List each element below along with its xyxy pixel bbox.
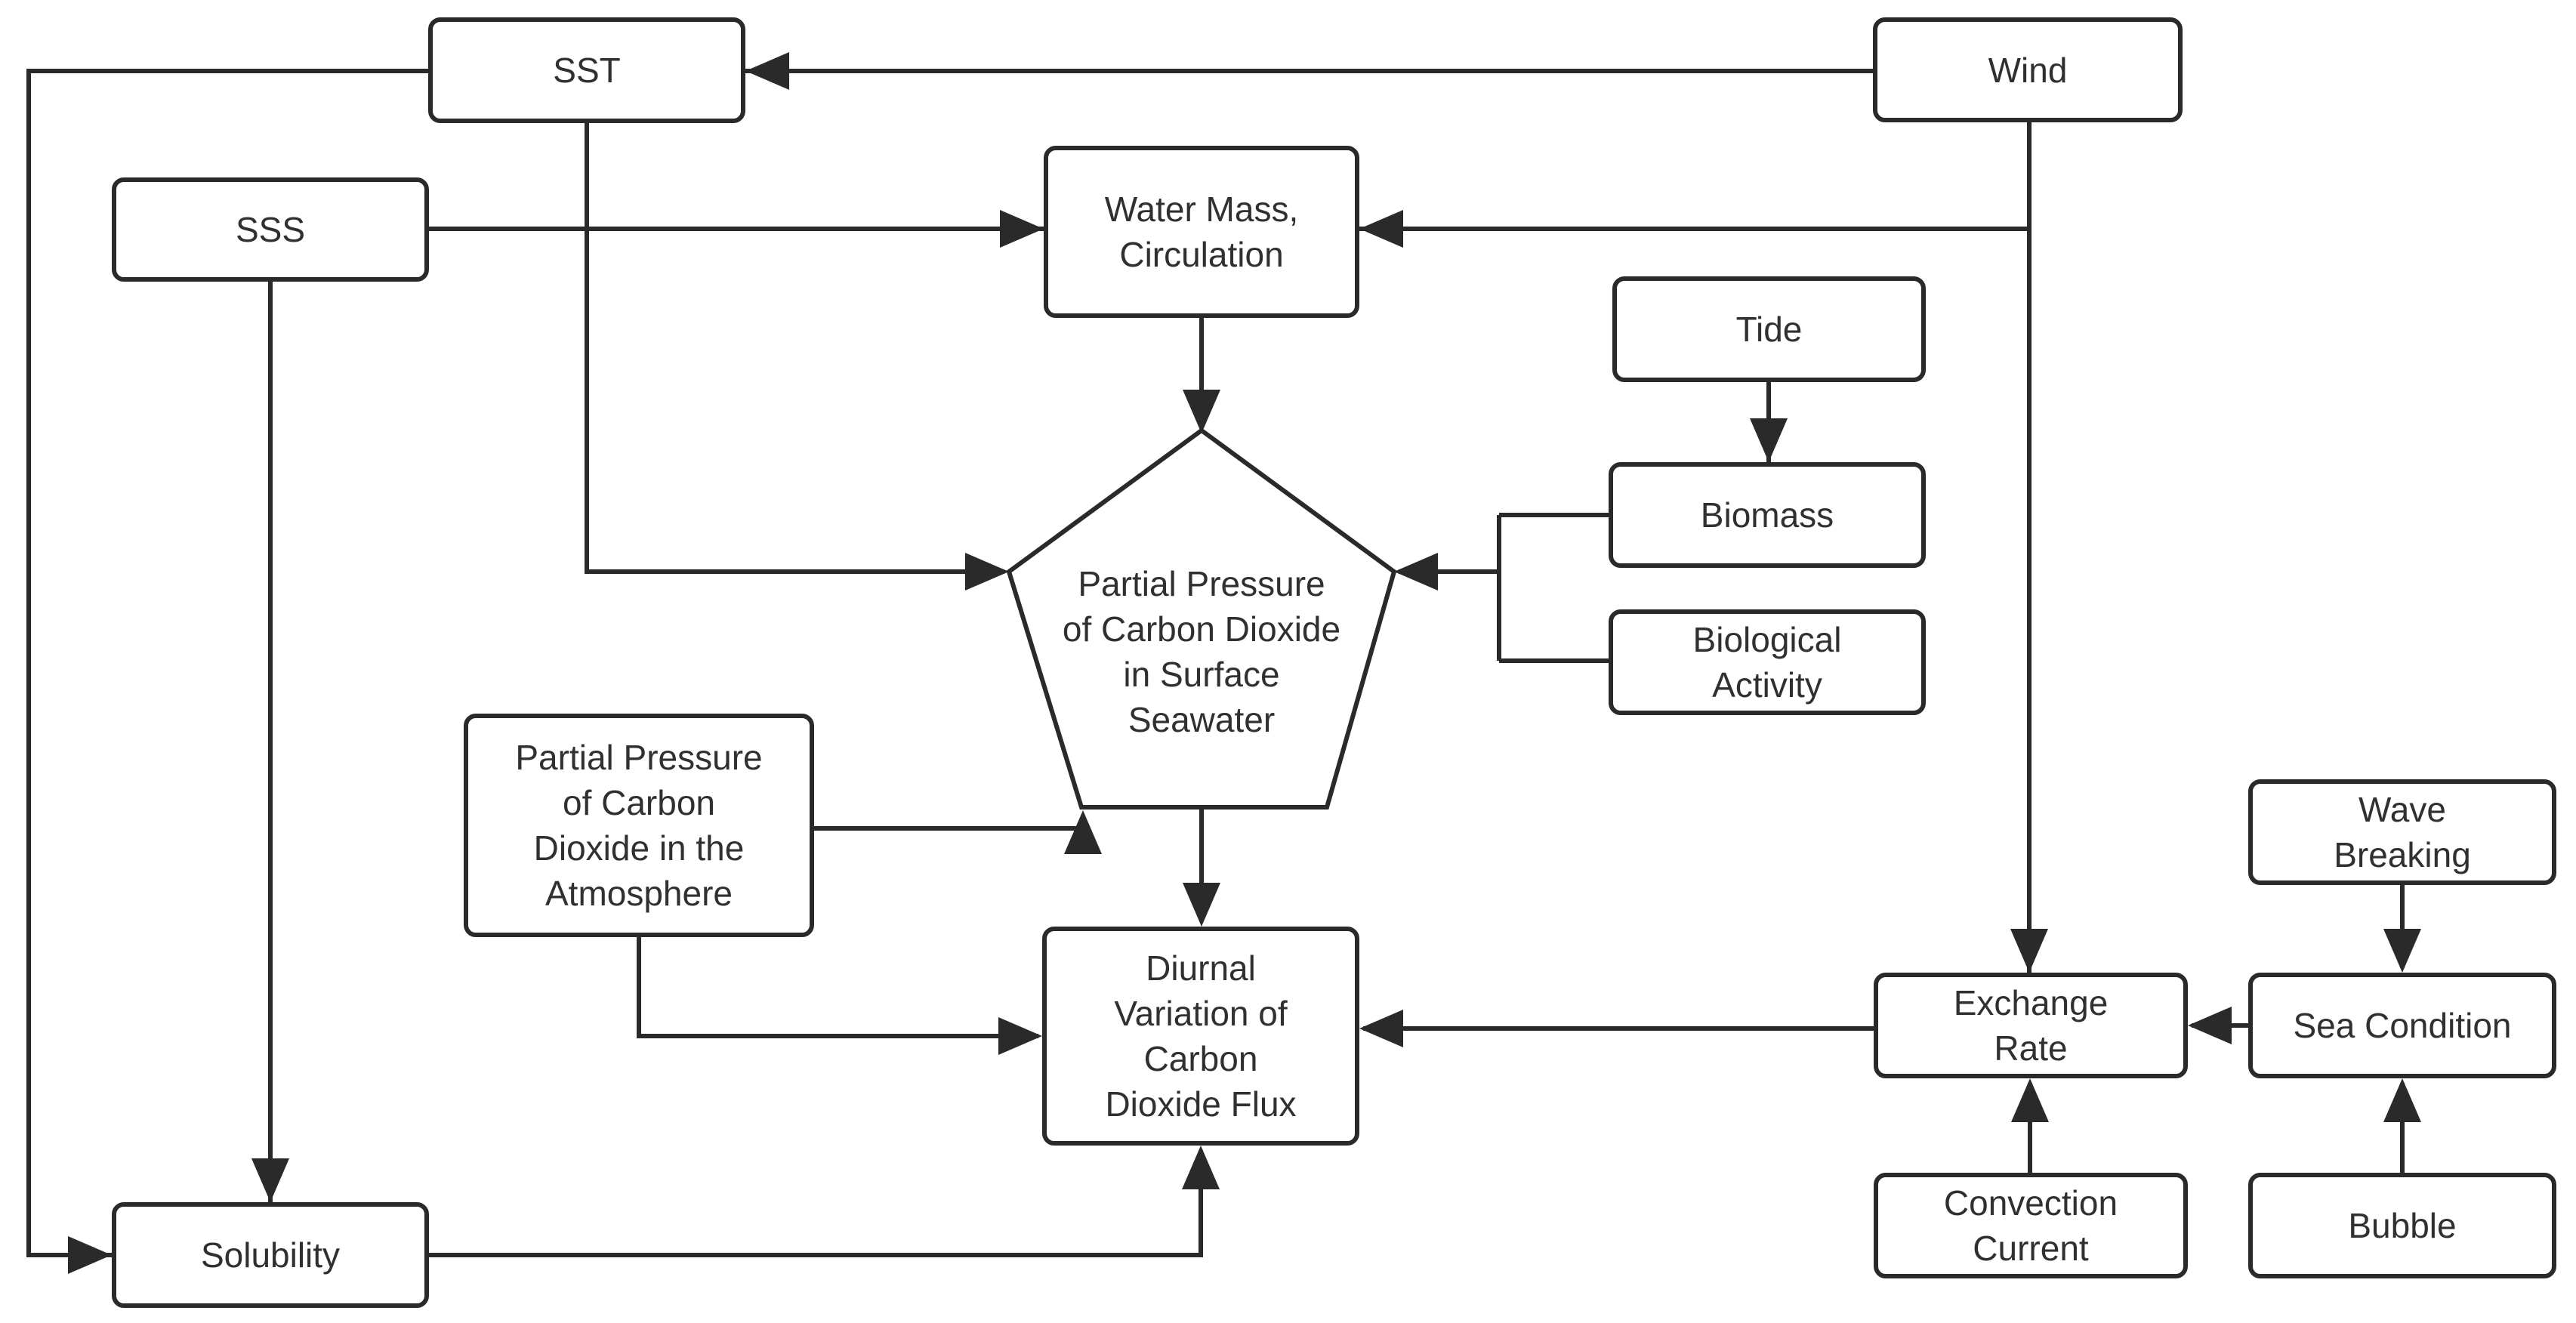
edge-convection-exchange bbox=[2011, 1078, 2049, 1173]
edge-pco2atm-pco2sea bbox=[814, 810, 1102, 854]
arrowhead-up bbox=[1182, 1146, 1220, 1189]
edge-pco2sea-diurnal bbox=[1183, 807, 1220, 927]
node-solubility: Solubility bbox=[112, 1202, 429, 1308]
node-pco2-atmosphere: Partial Pressure of Carbon Dioxide in th… bbox=[464, 714, 814, 937]
arrowhead-left bbox=[1394, 553, 1438, 591]
arrowhead-left bbox=[2188, 1007, 2232, 1044]
node-biological-activity: Biological Activity bbox=[1609, 609, 1926, 715]
arrowhead-up bbox=[2383, 1078, 2421, 1122]
edge-biology-pco2sea bbox=[1394, 513, 1609, 663]
node-diurnal-variation: Diurnal Variation of Carbon Dioxide Flux bbox=[1042, 927, 1359, 1146]
node-sea-condition: Sea Condition bbox=[2248, 973, 2556, 1078]
edge-wind-sst bbox=[745, 52, 1873, 90]
arrowhead-right bbox=[1000, 210, 1044, 248]
edge-wind-watermass-exchange bbox=[1359, 122, 2048, 973]
node-sst: SST bbox=[428, 17, 745, 123]
node-pco2-seawater-shape bbox=[1006, 427, 1397, 810]
node-bubble: Bubble bbox=[2248, 1173, 2556, 1278]
node-exchange-rate: Exchange Rate bbox=[1874, 973, 2188, 1078]
edge-wavebreaking-seacondition bbox=[2383, 885, 2421, 973]
edge-pco2atm-diurnal bbox=[637, 937, 1042, 1055]
node-convection-current: Convection Current bbox=[1874, 1173, 2188, 1278]
arrowhead-left bbox=[745, 52, 789, 90]
edge-sss-solubility bbox=[251, 282, 289, 1202]
node-biomass: Biomass bbox=[1609, 462, 1926, 568]
arrowhead-down bbox=[1750, 418, 1788, 462]
arrowhead-down bbox=[2383, 929, 2421, 973]
edge-seacondition-exchange bbox=[2188, 1007, 2248, 1044]
node-pco2-seawater-label: Partial Pressure of Carbon Dioxide in Su… bbox=[1062, 564, 1341, 739]
node-wave-breaking: Wave Breaking bbox=[2248, 779, 2556, 885]
arrowhead-down bbox=[1183, 883, 1220, 927]
edge-sss-watermass bbox=[429, 210, 1044, 248]
arrowhead-down bbox=[1183, 390, 1220, 433]
arrowhead-up bbox=[2011, 1078, 2049, 1122]
edge-tide-biomass bbox=[1750, 382, 1788, 462]
arrowhead-up bbox=[1064, 810, 1102, 854]
arrowhead-right bbox=[965, 553, 1009, 591]
edge-sst-pco2sea bbox=[585, 123, 1009, 591]
edge-watermass-pco2sea bbox=[1183, 318, 1220, 433]
edge-exchange-diurnal bbox=[1359, 1010, 1874, 1047]
node-tide: Tide bbox=[1612, 276, 1926, 382]
node-wind: Wind bbox=[1873, 17, 2183, 122]
node-sss: SSS bbox=[112, 177, 429, 282]
edge-bubble-seacondition bbox=[2383, 1078, 2421, 1173]
edge-solubility-diurnal bbox=[429, 1146, 1220, 1257]
arrowhead-down bbox=[251, 1158, 289, 1202]
arrowhead-left bbox=[1359, 210, 1403, 248]
arrowhead-left bbox=[1359, 1010, 1403, 1047]
node-water-mass: Water Mass, Circulation bbox=[1044, 146, 1359, 318]
arrowhead-right bbox=[998, 1017, 1042, 1055]
edge-sst-solubility bbox=[26, 69, 428, 1274]
arrowhead-down bbox=[2010, 929, 2048, 973]
arrowhead-right bbox=[68, 1236, 112, 1274]
